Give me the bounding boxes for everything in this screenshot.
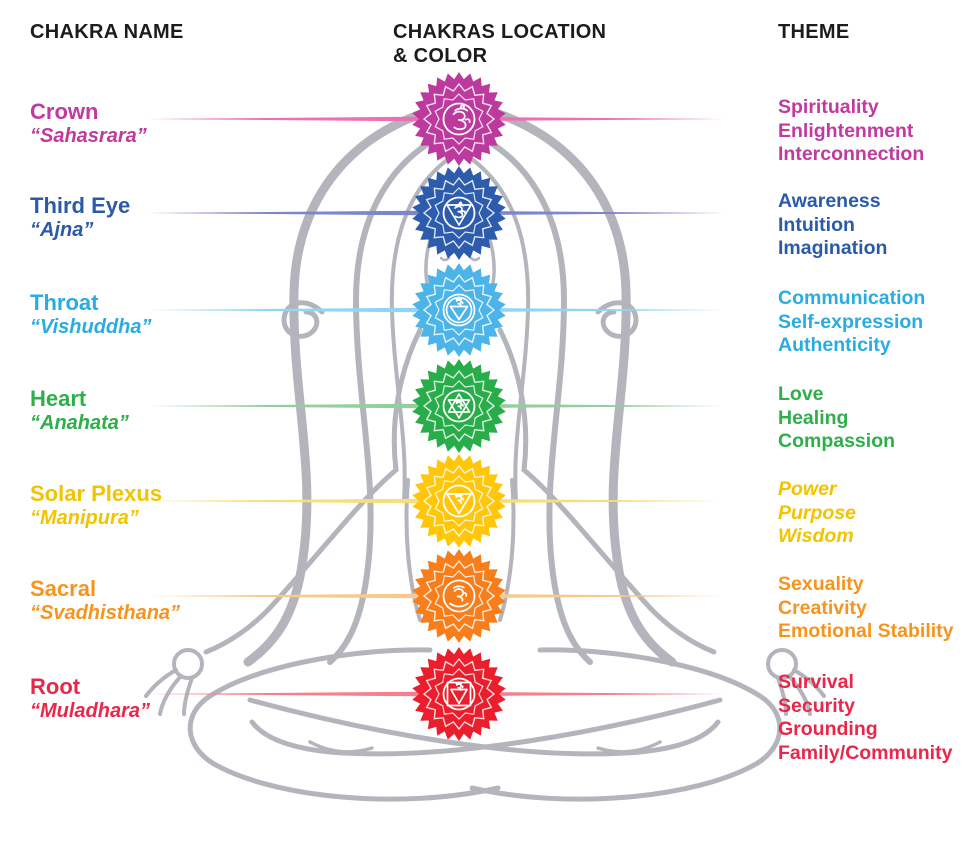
chakra-name: Heart xyxy=(30,386,87,411)
om-triangle-symbol xyxy=(446,201,472,226)
chakra-sanskrit-name: “Muladhara” xyxy=(30,700,151,722)
theme-item: Authenticity xyxy=(778,334,891,356)
theme-item: Intuition xyxy=(778,213,855,236)
chakra-name: Root xyxy=(30,674,81,699)
chakra-sanskrit-name: “Vishuddha” xyxy=(30,316,152,338)
chakra-sanskrit-name: “Ajna” xyxy=(30,219,94,241)
chakra-sanskrit-name: “Manipura” xyxy=(30,507,139,529)
chakra-label-throat: Throat“Vishuddha” xyxy=(30,290,300,339)
chakra-name: Crown xyxy=(30,99,99,124)
chakra-label-heart: Heart“Anahata” xyxy=(30,386,300,435)
theme-item: Imagination xyxy=(778,237,888,259)
chakra-label-solar-plexus: Solar Plexus“Manipura” xyxy=(30,481,300,530)
lam-square-symbol xyxy=(446,681,472,707)
theme-item: Wisdom xyxy=(778,525,854,547)
om-symbol xyxy=(452,104,471,131)
chakra-flower-third-eye xyxy=(412,166,506,260)
chakra-sanskrit-name: “Sahasrara” xyxy=(30,125,147,147)
chakra-flower-crown xyxy=(412,72,506,166)
theme-item: Love xyxy=(778,383,824,405)
theme-item: Interconnection xyxy=(778,143,925,165)
theme-item: Power xyxy=(778,478,837,500)
chakra-flower-root xyxy=(412,647,506,741)
chakra-name: Throat xyxy=(30,290,99,315)
header-chakra-name: CHAKRA NAME xyxy=(30,21,184,43)
chakra-sanskrit-name: “Svadhisthana” xyxy=(30,602,181,624)
chakra-flower-sacral xyxy=(412,549,506,643)
theme-item: Communication xyxy=(778,287,926,309)
header-chakras-location: CHAKRAS LOCATION & COLOR xyxy=(393,21,607,67)
chakra-label-root: Root“Muladhara” xyxy=(30,674,300,723)
theme-item: Survival xyxy=(778,671,854,693)
theme-item: Healing xyxy=(778,406,849,429)
chakra-flower-heart xyxy=(412,359,506,453)
theme-item: Self-expression xyxy=(778,310,924,333)
chakra-label-third-eye: Third Eye“Ajna” xyxy=(30,193,300,242)
chakra-label-crown: Crown“Sahasrara” xyxy=(30,99,300,148)
vam-crescent-symbol xyxy=(449,585,469,608)
theme-item: Enlightenment xyxy=(778,119,914,142)
theme-item: Purpose xyxy=(778,501,857,524)
theme-item: Creativity xyxy=(778,596,867,619)
chakra-name: Third Eye xyxy=(30,193,131,218)
chakra-name: Sacral xyxy=(30,576,97,601)
theme-item: Emotional Stability xyxy=(778,620,954,642)
chakra-flower-throat xyxy=(412,263,506,357)
theme-item: Awareness xyxy=(778,190,881,212)
chakra-sanskrit-name: “Anahata” xyxy=(30,412,129,434)
ram-triangle-symbol xyxy=(446,493,472,515)
theme-item: Compassion xyxy=(778,430,896,452)
chakra-flower-solar-plexus xyxy=(412,454,506,548)
theme-item: Grounding xyxy=(778,718,878,740)
theme-item: Sexuality xyxy=(778,573,864,595)
header-theme: THEME xyxy=(778,21,850,43)
chakra-label-sacral: Sacral“Svadhisthana” xyxy=(30,576,300,625)
theme-item: Family/Community xyxy=(778,741,953,764)
chakra-name: Solar Plexus xyxy=(30,481,163,506)
ham-circle-symbol xyxy=(445,296,473,324)
theme-item: Spirituality xyxy=(778,96,879,118)
theme-item: Security xyxy=(778,694,855,717)
yam-hexagram-symbol xyxy=(447,393,471,419)
